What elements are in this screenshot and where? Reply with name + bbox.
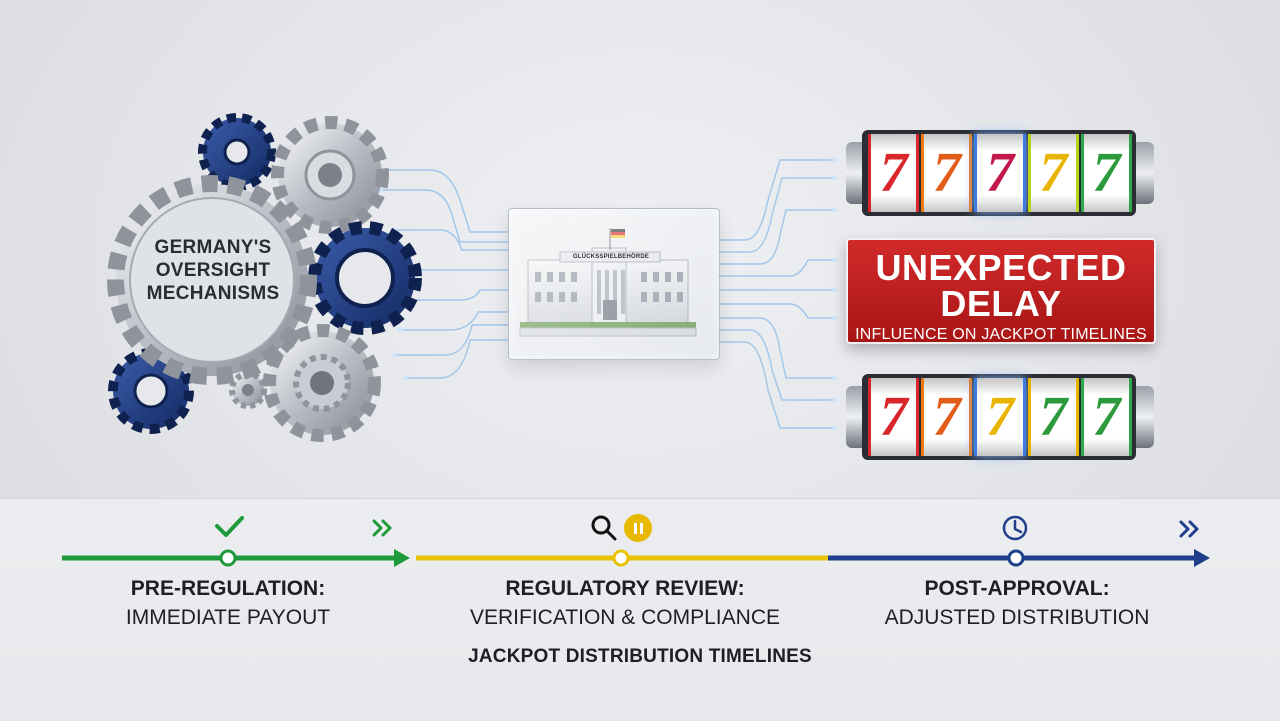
slot-reels-bottom: 7 7 7 7 7: [868, 378, 1133, 456]
stage-3-subtitle: ADJUSTED DISTRIBUTION: [884, 606, 1150, 629]
delay-title-line1: UNEXPECTED: [875, 247, 1127, 288]
small-gear-icon: [229, 371, 267, 409]
circuit-lines-right: [718, 159, 835, 429]
reel-bottom-2: 7: [921, 378, 973, 456]
slot-reels-top: 7 7 7 7 7: [868, 134, 1133, 212]
stage-1-title: PRE-REGULATION:: [130, 577, 326, 600]
timeline-caption: JACKPOT DISTRIBUTION TIMELINES: [468, 646, 812, 667]
delay-title-line2: DELAY: [940, 283, 1062, 324]
reel-bottom-3: 7: [974, 378, 1026, 456]
silver-gear-top-icon: [271, 116, 389, 234]
reel-top-4: 7: [1027, 134, 1079, 212]
stage-label-2: REGULATORY REVIEW: VERIFICATION & COMPLI…: [465, 574, 785, 632]
reel-top-2: 7: [921, 134, 973, 212]
reel-top-3: 7: [974, 134, 1026, 212]
silver-gear-bottom-icon: [263, 324, 381, 442]
stage-2-title: REGULATORY REVIEW:: [505, 577, 745, 600]
delay-subtitle: INFLUENCE ON JACKPOT TIMELINES: [855, 326, 1147, 343]
navy-gear-top-icon: [198, 113, 276, 191]
pause-icon: [624, 514, 652, 542]
reel-top-1: 7: [868, 134, 920, 212]
reel-bottom-4: 7: [1027, 378, 1079, 456]
stage-2-subtitle: VERIFICATION & COMPLIANCE: [470, 606, 780, 629]
circuit-dots-right: [832, 157, 838, 431]
reel-bottom-1: 7: [868, 378, 920, 456]
delay-banner: UNEXPECTED DELAY INFLUENCE ON JACKPOT TI…: [846, 238, 1156, 344]
stage-label-3: POST-APPROVAL: ADJUSTED DISTRIBUTION: [857, 574, 1177, 632]
gear-label: GERMANY'S OVERSIGHT MECHANISMS: [146, 237, 280, 304]
main-gear-icon: [107, 175, 317, 385]
stage-3-title: POST-APPROVAL:: [924, 577, 1110, 600]
gears-cluster: [107, 113, 422, 442]
navy-gear-right-icon: [308, 221, 422, 335]
reel-top-5: 7: [1080, 134, 1133, 212]
reel-bottom-5: 7: [1080, 378, 1133, 456]
circuit-lines-left: [380, 169, 508, 379]
diagram-top-area: 7 7 7 7 7 7 7 7 7 7 GERMANY'S OVERSIGHT …: [107, 113, 1156, 460]
stage-1-subtitle: IMMEDIATE PAYOUT: [125, 606, 331, 629]
stage-label-1: PRE-REGULATION: IMMEDIATE PAYOUT: [68, 574, 388, 632]
glass-panel: [508, 208, 720, 360]
building-sign: GLÜCKSSPIELBEHÖRDE: [572, 254, 650, 260]
